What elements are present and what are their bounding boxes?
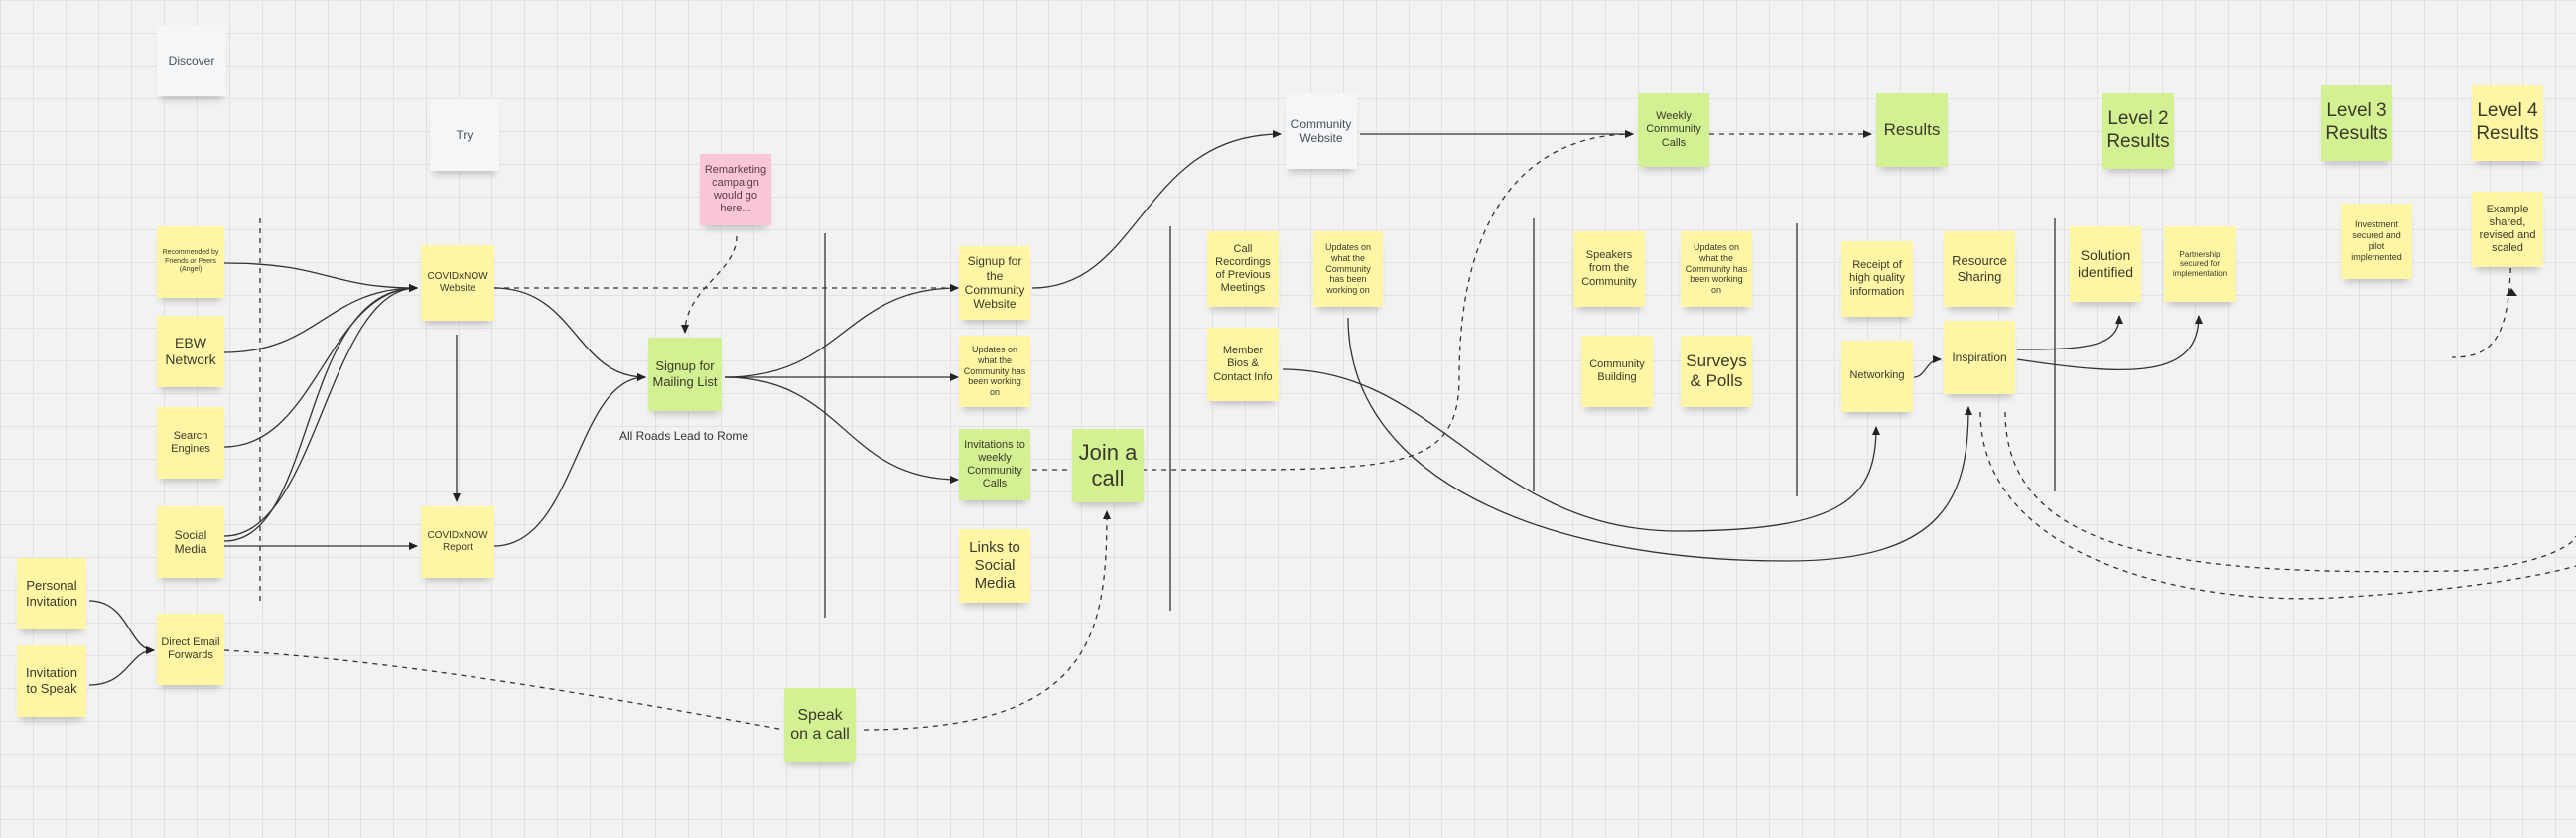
note-surveys-polls[interactable]: Surveys & Polls xyxy=(1681,336,1752,407)
connector xyxy=(223,649,785,731)
connector xyxy=(2004,411,2576,573)
note-results[interactable]: Results xyxy=(1876,93,1948,167)
connector xyxy=(223,284,418,542)
note-personal-invitation[interactable]: Personal Invitation xyxy=(17,558,86,629)
note-receipt-info[interactable]: Receipt of high quality information xyxy=(1841,241,1913,317)
note-member-bios[interactable]: Member Bios & Contact Info xyxy=(1207,328,1279,401)
note-remarketing[interactable]: Remarketing campaign would go here... xyxy=(700,154,771,225)
note-join-a-call[interactable]: Join a call xyxy=(1072,429,1144,502)
connector xyxy=(1913,355,1942,378)
connector xyxy=(493,287,646,381)
connector xyxy=(223,284,418,537)
note-solution-identified[interactable]: Solution identified xyxy=(2070,226,2141,302)
connector xyxy=(223,284,418,448)
note-direct-email-forwards[interactable]: Direct Email Forwards xyxy=(157,614,224,685)
note-social-media[interactable]: Social Media xyxy=(157,506,224,578)
note-investment[interactable]: Investment secured and pilot implemented xyxy=(2341,204,2412,279)
note-inspiration[interactable]: Inspiration xyxy=(1944,321,2015,394)
note-partnership[interactable]: Partnership secured for implementation xyxy=(2164,226,2236,302)
note-signup-mailing-list[interactable]: Signup for Mailing List xyxy=(648,338,722,411)
note-call-recordings[interactable]: Call Recordings of Previous Meetings xyxy=(1207,231,1279,307)
connector xyxy=(724,376,959,484)
connector xyxy=(724,284,959,378)
connector xyxy=(1282,368,1880,532)
note-level-3-results[interactable]: Level 3 Results xyxy=(2321,85,2392,161)
note-search-engines[interactable]: Search Engines xyxy=(157,407,224,479)
caption-all-roads: All Roads Lead to Rome xyxy=(619,429,749,443)
note-resource-sharing[interactable]: Resource Sharing xyxy=(1944,231,2015,307)
connector xyxy=(493,373,646,547)
note-recommended[interactable]: Recommended by Friends or Peers (Angel) xyxy=(157,226,224,298)
note-level-4-results[interactable]: Level 4 Results xyxy=(2472,85,2543,161)
note-speakers[interactable]: Speakers from the Community xyxy=(1573,231,1645,307)
note-level-2-results[interactable]: Level 2 Results xyxy=(2102,93,2174,169)
connector xyxy=(2016,315,2203,370)
connector xyxy=(1979,411,2576,600)
connector xyxy=(2016,315,2123,350)
connector xyxy=(681,235,738,334)
note-updates-working-on[interactable]: Updates on what the Community has been w… xyxy=(959,336,1030,407)
note-updates-bus[interactable]: Updates on what the Community has been w… xyxy=(1313,231,1383,307)
note-weekly-community-calls[interactable]: Weekly Community Calls xyxy=(1638,93,1709,167)
connector xyxy=(223,284,418,353)
note-links-social-media[interactable]: Links to Social Media xyxy=(959,529,1030,603)
note-community-website[interactable]: Community Website xyxy=(1286,93,1357,169)
note-invitations-weekly-calls[interactable]: Invitations to weekly Community Calls xyxy=(959,429,1030,500)
note-community-building[interactable]: Community Building xyxy=(1581,336,1653,407)
note-invitation-to-speak[interactable]: Invitation to Speak xyxy=(17,645,86,717)
note-speak-on-a-call[interactable]: Speak on a call xyxy=(784,688,856,762)
connector xyxy=(88,646,155,686)
note-signup-community-website[interactable]: Signup for the Community Website xyxy=(959,246,1030,320)
note-networking[interactable]: Networking xyxy=(1841,341,1913,412)
stage-try[interactable]: Try xyxy=(430,99,499,171)
note-example-scaled[interactable]: Example shared, revised and scaled xyxy=(2472,192,2543,267)
note-updates-2[interactable]: Updates on what the Community has been w… xyxy=(1681,231,1752,307)
note-ebw-network[interactable]: EBW Network xyxy=(157,316,224,387)
connector xyxy=(223,262,418,292)
note-covidxnow-website[interactable]: COVIDxNOW Website xyxy=(421,245,494,321)
stage-discover[interactable]: Discover xyxy=(157,25,226,96)
connector xyxy=(88,600,155,654)
note-covidxnow-report[interactable]: COVIDxNOW Report xyxy=(421,506,494,578)
arrow-head xyxy=(2506,288,2517,296)
